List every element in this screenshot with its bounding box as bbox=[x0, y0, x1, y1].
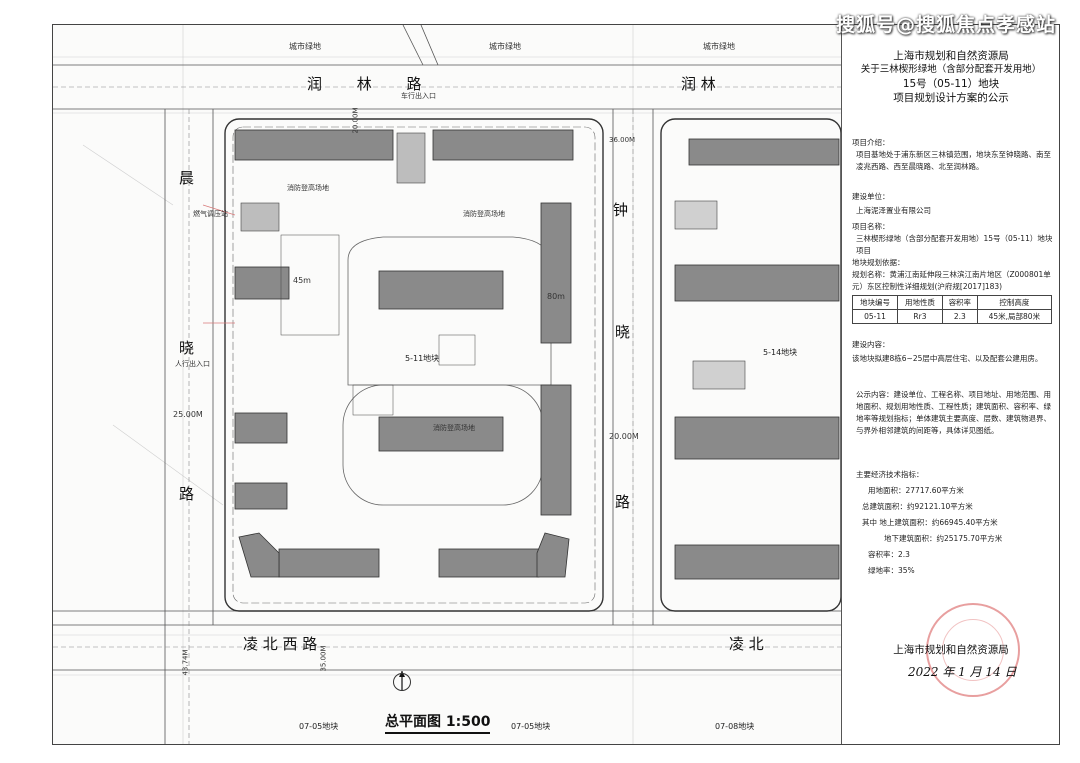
road-south-east: 凌 北 bbox=[729, 635, 764, 653]
fire-lane-label-3: 消防登高场地 bbox=[463, 210, 505, 218]
plot-bottom-3: 07-08地块 bbox=[715, 722, 755, 731]
notice-text: 公示内容：建设单位、工程名称、项目地址、用地范围、用地面积、规划用地性质、工程性… bbox=[856, 390, 1051, 435]
plan-sheet: 城市绿地 城市绿地 城市绿地 润 林 路 润 林 晨 晓 路 钟 晓 路 凌 北… bbox=[52, 24, 1060, 745]
intro-text: 项目基地处于浦东新区三林镇范围，地块东至钟晓路、南至凌兆西路、西至晨晓路、北至润… bbox=[856, 150, 1051, 171]
pedestrian-entry-label: 人行出入口 bbox=[175, 360, 210, 368]
table-header-cell: 控制高度 bbox=[976, 295, 1053, 310]
greenbelt-label-1: 城市绿地 bbox=[289, 42, 321, 51]
gas-station-label: 燃气调压站 bbox=[193, 210, 228, 218]
metric-under-area: 地下建筑面积：约25175.70平方米 bbox=[884, 534, 1003, 543]
road-west-3: 路 bbox=[179, 485, 195, 503]
plot-east-label: 5-14地块 bbox=[763, 348, 798, 357]
site-boundary bbox=[224, 118, 604, 612]
greenbelt-label-3: 城市绿地 bbox=[703, 42, 735, 51]
project-label: 项目名称： bbox=[852, 222, 890, 231]
title-line-4: 项目规划设计方案的公示 bbox=[893, 92, 1009, 104]
metric-total-area: 总建筑面积：约92121.10平方米 bbox=[862, 502, 973, 511]
title-line-2: 关于三林楔形绿地（含部分配套开发用地） bbox=[860, 64, 1042, 75]
road-mid-3: 路 bbox=[615, 493, 631, 511]
builder-name: 上海泥泽置业有限公司 bbox=[856, 206, 931, 215]
road-north-east: 润 林 bbox=[681, 75, 716, 93]
greenbelt-label-2: 城市绿地 bbox=[489, 42, 521, 51]
metric-site-area: 用地面积：27717.60平方米 bbox=[868, 486, 964, 495]
road-west-2: 晓 bbox=[179, 339, 195, 357]
notice-panel: 上海市规划和自然资源局 关于三林楔形绿地（含部分配套开发用地） 15号（05-1… bbox=[841, 25, 1059, 744]
north-arrow-icon bbox=[393, 673, 411, 691]
table-header-row: 地块编号 用地性质 容积率 控制高度 bbox=[852, 295, 1053, 310]
width-west: 25.00M bbox=[173, 410, 203, 419]
metric-above-area: 其中 地上建筑面积：约66945.40平方米 bbox=[862, 518, 998, 527]
sign-date: 2022 年 1 月 14 日 bbox=[908, 665, 1017, 679]
height-label-a: 80m bbox=[547, 292, 565, 301]
plot-bottom-1: 07-05地块 bbox=[299, 722, 339, 731]
metric-green-rate: 绿地率：35% bbox=[868, 566, 915, 575]
metrics-label: 主要经济技术指标： bbox=[856, 470, 924, 479]
official-seal-icon bbox=[926, 603, 1020, 697]
vehicle-entry-label: 车行出入口 bbox=[401, 92, 436, 100]
road-north: 润 林 路 bbox=[307, 75, 422, 93]
site-plan-drawing: 城市绿地 城市绿地 城市绿地 润 林 路 润 林 晨 晓 路 钟 晓 路 凌 北… bbox=[53, 25, 841, 744]
notice-title: 上海市规划和自然资源局 关于三林楔形绿地（含部分配套开发用地） 15号（05-1… bbox=[842, 49, 1060, 105]
table-row: 05-11 Rr3 2.3 45米,局部80米 bbox=[852, 309, 1053, 324]
fire-lane-label-2: 消防登高场地 bbox=[433, 424, 475, 432]
table-header-cell: 用地性质 bbox=[896, 295, 943, 310]
fire-lane-label-1: 消防登高场地 bbox=[287, 184, 329, 192]
basis-text: 规划名称：黄浦江南延伸段三林滨江南片地区（Z000801单元）东区控制性详细规划… bbox=[852, 270, 1051, 291]
content-text: 该地块拟建8栋6~25层中高层住宅、以及配套公建用房。 bbox=[852, 354, 1043, 363]
road-west-1: 晨 bbox=[179, 169, 195, 187]
control-index-table: 地块编号 用地性质 容积率 控制高度 05-11 Rr3 2.3 45米,局部8… bbox=[852, 295, 1053, 324]
table-header-cell: 容积率 bbox=[941, 295, 978, 310]
basis-label: 地块规划依据： bbox=[852, 258, 905, 267]
title-line-1: 上海市规划和自然资源局 bbox=[893, 50, 1009, 62]
plot-main-label: 5-11地块 bbox=[405, 354, 440, 363]
content-label: 建设内容： bbox=[852, 340, 890, 349]
builder-label: 建设单位： bbox=[852, 192, 890, 201]
width-mid: 20.00M bbox=[609, 432, 639, 441]
table-cell: Rr3 bbox=[896, 309, 943, 324]
intro-label: 项目介绍： bbox=[852, 138, 890, 147]
road-mid-1: 钟 bbox=[613, 201, 629, 219]
table-cell: 05-11 bbox=[852, 309, 898, 324]
project-name: 三林楔形绿地（含部分配套开发用地）15号（05-11）地块项目 bbox=[856, 234, 1053, 255]
table-header-cell: 地块编号 bbox=[852, 295, 898, 310]
road-south: 凌 北 西 路 bbox=[243, 635, 318, 653]
metric-far: 容积率：2.3 bbox=[868, 550, 910, 559]
watermark-text: 搜狐号@搜狐焦点孝感站 bbox=[835, 14, 1056, 36]
drawing-scale-title: 总平面图 1:500 bbox=[385, 711, 491, 734]
signer-name: 上海市规划和自然资源局 bbox=[893, 644, 1009, 656]
plot-bottom-2: 07-05地块 bbox=[511, 722, 551, 731]
road-mid-2: 晓 bbox=[615, 323, 631, 341]
site-plan-svg bbox=[53, 25, 841, 744]
width-south-2: 43.74M bbox=[181, 649, 190, 676]
title-line-3: 15号（05-11）地块 bbox=[902, 78, 1000, 90]
height-label-b: 45m bbox=[293, 276, 311, 285]
table-cell: 45米,局部80米 bbox=[976, 309, 1053, 324]
table-cell: 2.3 bbox=[941, 309, 978, 324]
width-east: 36.00M bbox=[609, 136, 636, 144]
width-top: 20.00M bbox=[351, 107, 360, 134]
width-south: 35.00M bbox=[319, 645, 328, 672]
